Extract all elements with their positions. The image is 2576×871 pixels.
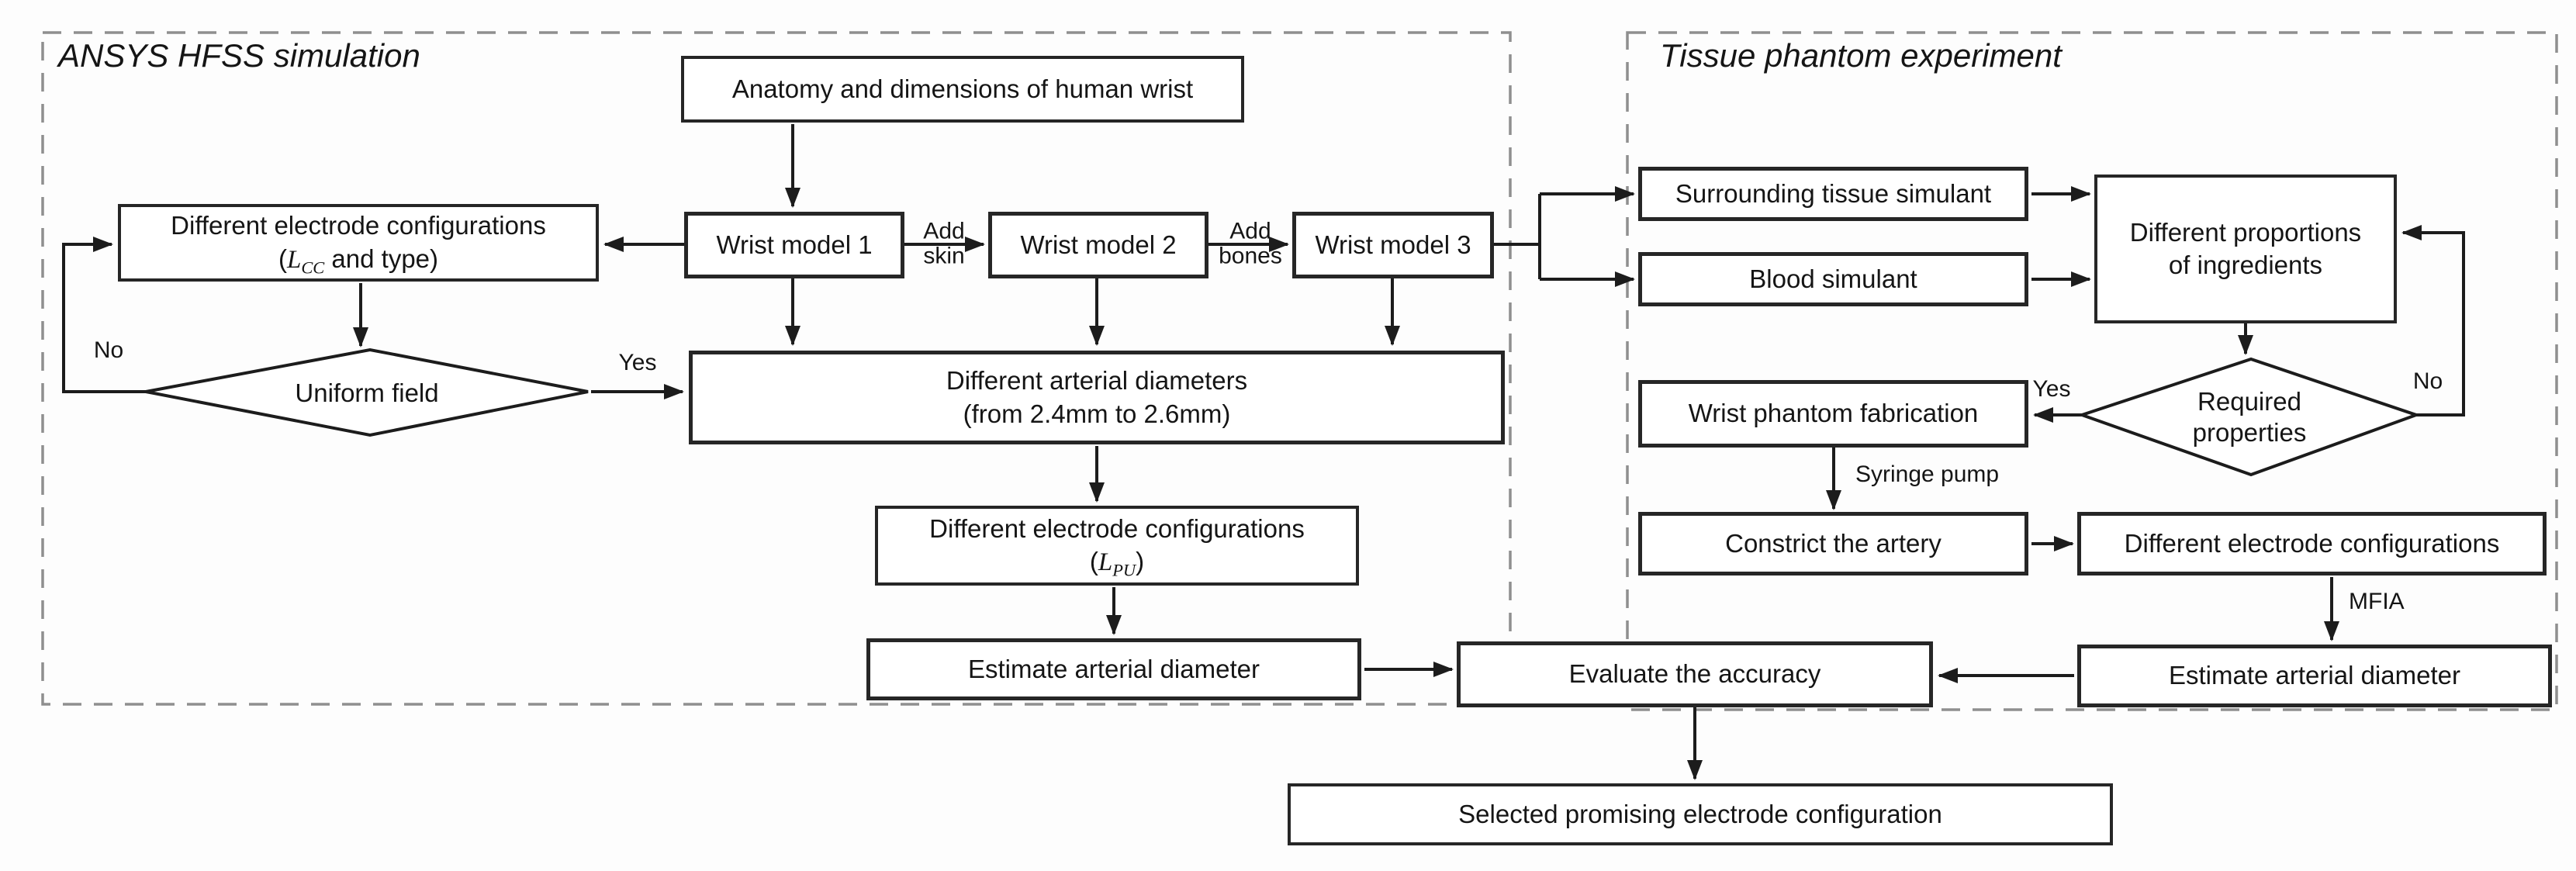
node-electrode-config-lpu: Different electrode configurations (LPU)	[875, 506, 1359, 586]
node-wrist-model-3-label: Wrist model 3	[1315, 230, 1471, 259]
node-wrist-phantom-label: Wrist phantom fabrication	[1688, 399, 1979, 428]
edge-required-props-no-loop	[2401, 225, 2465, 416]
node-constrict-label: Constrict the artery	[1725, 528, 1942, 558]
node-uniform-field-label: Uniform field	[295, 378, 439, 407]
node-selected-configuration-label: Selected promising electrode configurati…	[1458, 799, 1942, 828]
node-blood-simulant: Blood simulant	[1638, 252, 2028, 306]
node-electrode-config-lcc: Different electrode configurations (LCC …	[118, 204, 599, 282]
edge-uniform-field-no-loop	[62, 237, 146, 393]
experiment-panel-title: Tissue phantom experiment	[1660, 37, 2062, 74]
edge-label-mfia: MFIA	[2349, 588, 2405, 614]
edge-label-add-skin: Add skin	[923, 218, 965, 269]
node-wrist-model-2: Wrist model 2	[988, 212, 1208, 278]
edge-label-add-bones: Add bones	[1219, 218, 1282, 269]
edge-wm3-branch-stub	[1494, 194, 1541, 279]
node-constrict-artery: Constrict the artery	[1638, 512, 2028, 575]
edge-label-no-exp: No	[2412, 368, 2443, 394]
node-wrist-model-3: Wrist model 3	[1292, 212, 1494, 278]
node-selected-configuration: Selected promising electrode configurati…	[1288, 783, 2113, 845]
node-anatomy: Anatomy and dimensions of human wrist	[681, 56, 1244, 123]
edge-label-yes-sim: Yes	[618, 349, 657, 375]
node-evaluate-accuracy-label: Evaluate the accuracy	[1568, 659, 1821, 689]
node-estimate-arterial-diameter-sim: Estimate arterial diameter	[866, 638, 1361, 700]
node-electrode-config-lcc-label: Different electrode configurations (LCC …	[171, 211, 546, 278]
node-anatomy-label: Anatomy and dimensions of human wrist	[731, 74, 1194, 103]
node-estimate-exp-label: Estimate arterial diameter	[2169, 661, 2460, 690]
node-wrist-model-1: Wrist model 1	[684, 212, 904, 278]
node-estimate-arterial-diameter-exp: Estimate arterial diameter	[2077, 645, 2552, 707]
edge-label-syringe-pump: Syringe pump	[1855, 461, 2000, 487]
node-electrode-config-exp: Different electrode configurations	[2077, 512, 2547, 575]
node-wrist-model-1-label: Wrist model 1	[716, 230, 873, 259]
node-surrounding-label: Surrounding tissue simulant	[1675, 178, 1992, 208]
node-surrounding-tissue-simulant: Surrounding tissue simulant	[1638, 167, 2028, 221]
node-different-proportions: Different proportions of ingredients	[2094, 175, 2397, 323]
node-evaluate-accuracy: Evaluate the accuracy	[1457, 641, 1933, 707]
node-electrode-config-lpu-label: Different electrode configurations (LPU)	[929, 513, 1305, 580]
node-electrode-config-exp-label: Different electrode configurations	[2124, 528, 2500, 558]
node-estimate-sim-label: Estimate arterial diameter	[968, 654, 1260, 683]
simulation-panel-frame	[41, 31, 1512, 706]
uniform-field-diamond	[145, 347, 589, 437]
simulation-panel-title: ANSYS HFSS simulation	[58, 37, 420, 74]
node-proportions-label: Different proportions of ingredients	[2129, 217, 2362, 279]
node-arterial-diameters-label: Different arterial diameters (from 2.4mm…	[946, 366, 1248, 428]
node-wrist-model-2-label: Wrist model 2	[1020, 230, 1177, 259]
node-blood-label: Blood simulant	[1749, 264, 1917, 293]
edge-label-no-sim: No	[93, 337, 124, 363]
node-wrist-phantom-fabrication: Wrist phantom fabrication	[1638, 380, 2028, 448]
node-arterial-diameters: Different arterial diameters (from 2.4mm…	[689, 351, 1505, 444]
edge-label-yes-exp: Yes	[2032, 375, 2071, 402]
node-required-properties-label: Required properties	[2192, 386, 2307, 447]
